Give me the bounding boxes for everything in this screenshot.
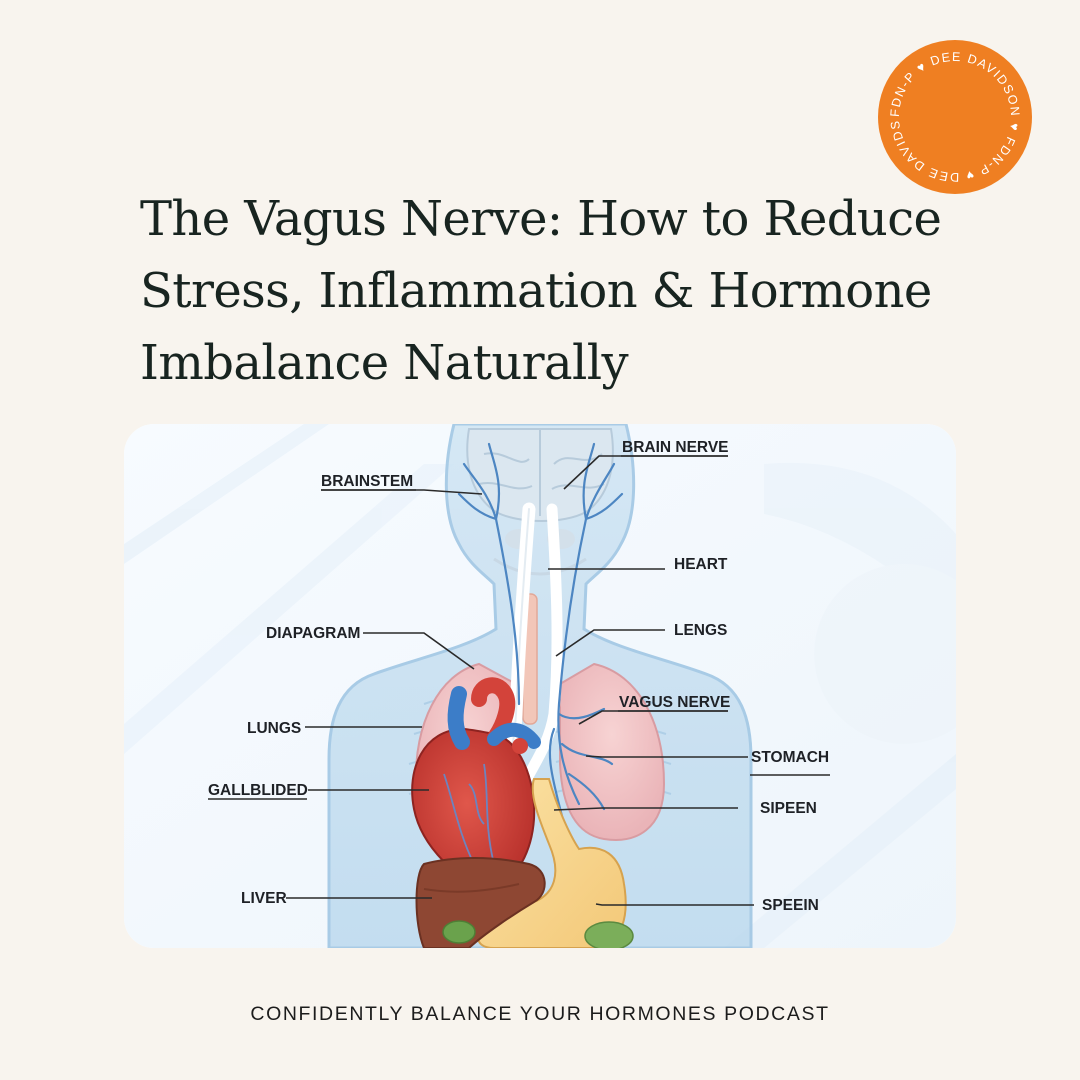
title-line-3: Imbalance Naturally [140,335,629,391]
stomach [477,778,627,948]
label-lengs: LENGS [674,622,727,639]
background-streaks [124,424,956,948]
title-line-2: Stress, Inflammation & Hormone [140,263,932,319]
intestine [584,921,634,948]
label-liver: LIVER [241,890,287,907]
label-gallblided: GALLBLIDED [208,782,308,799]
podcast-footer-text: CONFIDENTLY BALANCE YOUR HORMONES PODCAS… [250,1003,830,1025]
label-underlines [208,455,830,800]
label-vagus-nerve: VAGUS NERVE [619,694,730,711]
label-heart: HEART [674,556,728,573]
label-brainstem: BRAINSTEM [321,473,413,490]
page-title: The Vagus Nerve: How to Reduce Stress, I… [140,183,1000,399]
label-brain-nerve: BRAIN NERVE [622,439,729,456]
right-lung [559,662,666,841]
label-stomach: STOMACH [751,749,829,766]
heart [411,677,541,896]
vagus-nerve-anatomy-diagram: BRAINSTEM BRAIN NERVE HEART DIAPAGRAM LE… [124,424,956,948]
gallbladder [442,920,476,944]
label-diapagram: DIAPAGRAM [266,625,360,642]
label-lungs: LUNGS [247,720,301,737]
label-speein: SPEEIN [762,897,819,914]
anatomy-illustration-card: BRAINSTEM BRAIN NERVE HEART DIAPAGRAM LE… [124,424,956,948]
leader-lines [286,455,754,906]
brand-badge-seal: FDN-P ♥ DEE DAVIDSON ♥ FDN-P ♥ DEE DAVID… [878,40,1032,194]
label-sipeen: SIPEEN [760,800,817,817]
title-line-1: The Vagus Nerve: How to Reduce [140,191,942,247]
